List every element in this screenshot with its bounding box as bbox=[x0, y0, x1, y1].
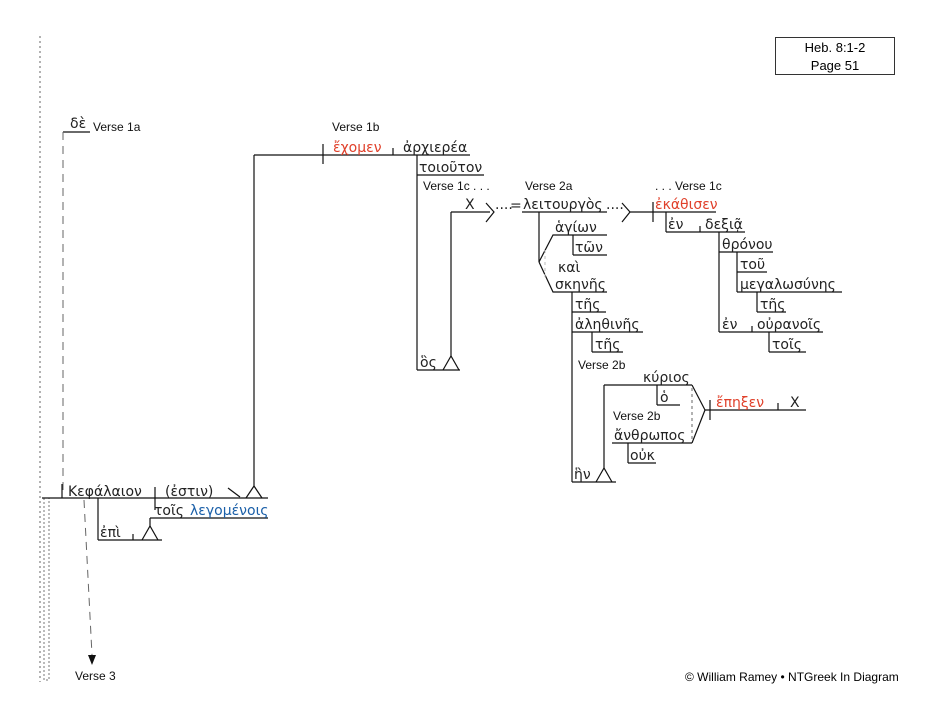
word-kyrios: κύριος bbox=[643, 370, 690, 386]
word-de: δὲ bbox=[70, 116, 86, 132]
word-kefalaion: Κεφάλαιον bbox=[68, 484, 142, 500]
label-verse-1c-start: Verse 1c . . . bbox=[423, 179, 490, 193]
reference-box: Heb. 8:1-2 Page 51 bbox=[775, 37, 895, 75]
word-x-1: X bbox=[465, 197, 475, 213]
word-archierea: ἀρχιερέα bbox=[403, 140, 467, 156]
word-epi: ἐπὶ bbox=[100, 525, 121, 541]
word-epexen: ἔπηξεν bbox=[716, 395, 764, 411]
arrow-down-icon bbox=[88, 655, 96, 665]
clause-pedestal bbox=[245, 484, 263, 499]
word-ton: τῶν bbox=[575, 240, 603, 256]
word-skenes: σκηνῆς bbox=[555, 277, 606, 293]
word-anthropos: ἄνθρωπος bbox=[614, 428, 685, 444]
word-hos: ὃς bbox=[420, 355, 437, 371]
word-ekathisen: ἐκάθισεν bbox=[655, 197, 718, 213]
word-tois-2: τοῖς bbox=[772, 337, 802, 353]
word-ho: ὁ bbox=[660, 390, 669, 406]
word-dexia: δεξιᾷ bbox=[705, 217, 743, 233]
word-en-1: ἐν bbox=[668, 217, 684, 233]
page-number: Page 51 bbox=[810, 58, 860, 73]
word-tou: τοῦ bbox=[740, 257, 765, 273]
word-tes-1: τῆς bbox=[575, 297, 601, 313]
label-verse-1b: Verse 1b bbox=[332, 120, 380, 134]
word-leitourgos: λειτουργὸς bbox=[523, 197, 603, 213]
passage-reference: Heb. 8:1-2 bbox=[804, 40, 866, 55]
label-verse-1a: Verse 1a bbox=[93, 120, 141, 134]
word-en-2: ἐν bbox=[722, 317, 738, 333]
label-verse-1c-end: . . . Verse 1c bbox=[655, 179, 722, 193]
word-hen: ἣν bbox=[574, 467, 591, 483]
word-alethines: ἀληθινῆς bbox=[575, 317, 640, 333]
word-legomenois: λεγομένοις bbox=[190, 503, 269, 519]
label-verse-2b-1: Verse 2b bbox=[578, 358, 626, 372]
word-ouranois: οὐρανοῖς bbox=[757, 317, 821, 333]
word-tois: τοῖς bbox=[154, 503, 184, 519]
word-hagion: ἁγίων bbox=[555, 220, 597, 236]
word-echomen: ἔχομεν bbox=[333, 140, 382, 156]
label-verse-2a: Verse 2a bbox=[525, 179, 573, 193]
word-thronou: θρόνου bbox=[722, 237, 773, 253]
dots-1: .... bbox=[495, 197, 513, 213]
margin-hatch bbox=[43, 497, 50, 681]
copyright-notice: © William Ramey • NTGreek In Diagram bbox=[685, 670, 899, 684]
label-verse-2b-2: Verse 2b bbox=[613, 409, 661, 423]
equals-sign: = bbox=[510, 198, 522, 214]
word-megalosynes: μεγαλωσύνης bbox=[740, 277, 836, 293]
label-verse-3: Verse 3 bbox=[75, 669, 116, 683]
word-x-2: X bbox=[790, 395, 800, 411]
word-toiouton: τοιοῦτον bbox=[419, 160, 482, 176]
word-tes-3: τῆς bbox=[760, 297, 786, 313]
word-tes-2: τῆς bbox=[595, 337, 621, 353]
word-estin: (ἐστιν) bbox=[165, 484, 213, 500]
compound-subject-fork bbox=[691, 384, 706, 444]
conjunction-fork bbox=[538, 234, 607, 293]
word-kai: καὶ bbox=[558, 260, 580, 276]
dots-2: .... bbox=[606, 197, 624, 213]
word-ouk: οὐκ bbox=[630, 448, 655, 464]
